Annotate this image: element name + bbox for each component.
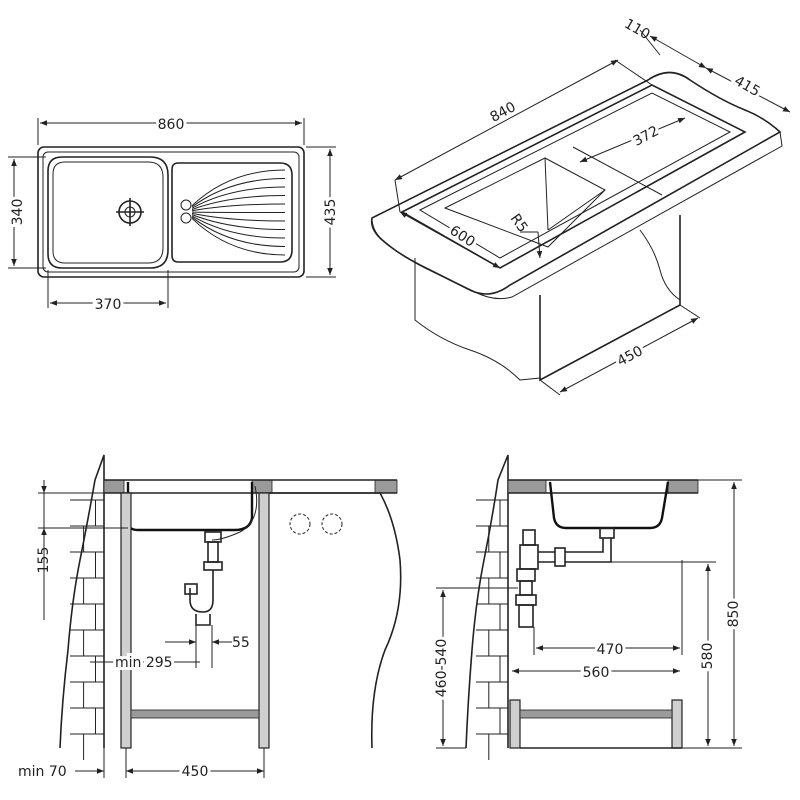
side-sink-bowl bbox=[548, 481, 670, 530]
drainer-groove bbox=[191, 178, 286, 208]
sink-drainer bbox=[171, 162, 293, 263]
dim-line-840 bbox=[394, 59, 619, 181]
bowl-width-label: 370 bbox=[95, 297, 122, 313]
front-sink-bowl bbox=[126, 482, 254, 532]
top-depth-label: 435 bbox=[323, 199, 339, 226]
brick-wall bbox=[59, 454, 105, 749]
isometric-view: R5 840 372 600 110 415 450 bbox=[370, 16, 791, 396]
cabinet-cutaway bbox=[269, 492, 402, 749]
min-70-label: min 70 bbox=[18, 764, 67, 780]
sink-bowl bbox=[47, 156, 169, 269]
height-580-label: 580 bbox=[700, 643, 716, 670]
siphon-trap bbox=[184, 531, 223, 626]
countertop-section bbox=[103, 479, 125, 494]
front-section: 155 55 min 295 min 70 450 bbox=[18, 454, 402, 783]
edge-width-label: 110 bbox=[621, 16, 652, 43]
bowl-depth-label: 340 bbox=[10, 199, 26, 226]
side-cabinet-panel bbox=[509, 699, 521, 749]
dim-line-450-iso bbox=[559, 317, 699, 393]
height-850-label: 850 bbox=[726, 601, 742, 628]
hole-right-icon bbox=[321, 513, 343, 535]
drainer-groove bbox=[191, 169, 286, 207]
bowl-length-label: 372 bbox=[631, 123, 662, 150]
drainer-groove bbox=[191, 216, 286, 247]
drainer-grooves bbox=[191, 169, 286, 256]
offset-55-label: 55 bbox=[232, 635, 250, 651]
pipe-470-label: 470 bbox=[597, 642, 624, 658]
height-range-label: 460-540 bbox=[434, 639, 450, 698]
hole-left-icon bbox=[289, 513, 311, 535]
front-cabinet-label: 450 bbox=[182, 764, 209, 780]
drainer-groove bbox=[191, 195, 286, 210]
dim-line-372 bbox=[579, 117, 686, 163]
cabinet-mid-panel bbox=[258, 492, 270, 749]
side-section: 470 560 460-540 580 850 bbox=[431, 454, 745, 760]
countertop-edge bbox=[371, 131, 783, 300]
drainer-groove bbox=[191, 218, 286, 256]
dim-line-600 bbox=[399, 211, 501, 269]
drain-pipe bbox=[515, 527, 615, 628]
drainer-groove bbox=[191, 215, 286, 239]
cabinet-left-panel bbox=[120, 492, 132, 749]
dim-line-415 bbox=[705, 67, 791, 113]
drainer-groove bbox=[191, 203, 286, 212]
top-view: 860 340 435 370 bbox=[7, 114, 342, 316]
sink-outline bbox=[37, 146, 305, 278]
cabinet-left-side bbox=[414, 258, 541, 381]
cabinet-width-label: 450 bbox=[615, 343, 646, 370]
drainer-groove bbox=[191, 186, 286, 209]
cabinet-front bbox=[539, 215, 681, 382]
side-brick-wall bbox=[465, 454, 509, 749]
iso-width-label: 415 bbox=[731, 73, 762, 100]
dim-line-110 bbox=[649, 35, 707, 69]
top-width-label: 860 bbox=[158, 117, 185, 133]
min-295-label: min 295 bbox=[115, 655, 173, 671]
pipe-560-label: 560 bbox=[583, 665, 610, 681]
drainer-groove bbox=[191, 212, 286, 222]
drainer-groove bbox=[191, 214, 286, 230]
front-depth-label: 155 bbox=[36, 547, 52, 574]
